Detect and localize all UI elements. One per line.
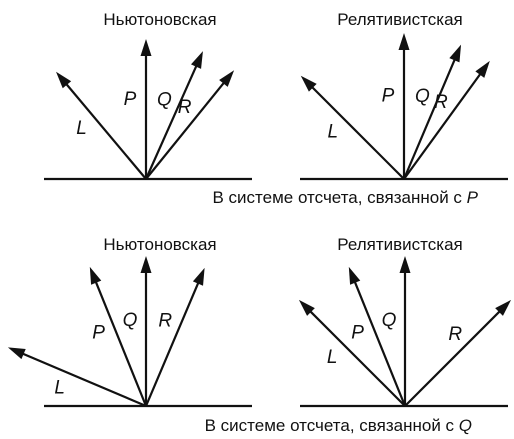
vector-label: R	[434, 92, 448, 113]
vector-shaft	[144, 281, 200, 407]
vector-r: R	[403, 60, 490, 180]
vector-label: R	[178, 97, 192, 118]
vector-q: Q	[382, 256, 411, 406]
arrowhead	[398, 33, 410, 50]
panel-title: Релятивистская	[337, 235, 462, 254]
vector-shaft	[144, 64, 198, 180]
caption-text: В системе отсчета, связанной с	[212, 188, 466, 207]
vector-label: L	[328, 121, 339, 142]
arrowhead	[449, 44, 462, 63]
vector-label: P	[124, 89, 137, 110]
arrowhead	[56, 71, 72, 89]
vector-label: Q	[157, 89, 172, 110]
caption-text: В системе отсчета, связанной с	[205, 416, 459, 435]
arrowhead	[140, 39, 152, 56]
vector-label: P	[92, 322, 105, 343]
vector-r: R	[144, 267, 205, 407]
vector-label: L	[54, 378, 65, 399]
frame-caption: В системе отсчета, связанной с P	[212, 188, 478, 207]
vector-p: P	[89, 266, 148, 407]
arrowhead	[89, 266, 102, 285]
vector-q: Q	[402, 44, 462, 180]
vector-shaft	[402, 57, 457, 180]
vector-p: P	[348, 266, 407, 407]
arrowhead	[300, 75, 317, 92]
vector-shaft	[94, 280, 148, 407]
vector-group: LPQ R	[298, 256, 512, 407]
arrowhead	[192, 267, 205, 286]
vector-l: L	[298, 299, 406, 407]
vector-label: Q	[382, 310, 397, 331]
arrowhead	[348, 266, 361, 285]
arrowhead	[475, 60, 490, 78]
vector-label: P	[382, 85, 395, 106]
frame-caption: В системе отсчета, связанной с Q	[205, 416, 472, 435]
panel-title: Ньютоновская	[103, 235, 216, 254]
arrowhead	[219, 70, 235, 87]
panel-title: Релятивистская	[337, 10, 462, 29]
arrowhead	[399, 256, 411, 273]
vector-label: Q	[415, 86, 430, 107]
vector-r: R	[404, 299, 512, 407]
vector-shaft	[308, 309, 406, 407]
vector-l: L	[7, 347, 147, 408]
vector-label: P	[351, 322, 364, 343]
vector-p: P	[124, 39, 152, 179]
vector-shaft	[353, 280, 407, 407]
vector-label: R	[158, 311, 172, 332]
arrowhead	[495, 299, 512, 316]
panel-relativistic-frame-q: Релятивистская LPQ R	[298, 235, 512, 408]
caption-frame-symbol: P	[467, 188, 479, 207]
vector-shaft	[310, 85, 405, 180]
caption-frame-symbol: Q	[459, 416, 472, 435]
vector-shaft	[404, 309, 502, 407]
arrowhead	[298, 299, 315, 316]
vector-q: Q	[123, 256, 152, 406]
vector-p: P	[382, 33, 410, 179]
vector-shaft	[21, 352, 147, 408]
vector-shaft	[403, 72, 482, 180]
vector-r: R	[145, 70, 235, 180]
vector-q: Q	[144, 51, 203, 180]
arrowhead	[7, 347, 26, 360]
vector-label: Q	[123, 310, 138, 331]
vector-label: L	[327, 347, 338, 368]
vector-label: R	[448, 324, 462, 345]
arrowhead	[191, 51, 203, 69]
arrowhead	[140, 256, 152, 273]
vector-shaft	[145, 81, 226, 180]
vector-l: L	[56, 71, 147, 180]
vector-shaft	[64, 82, 147, 180]
panel-title: Ньютоновская	[103, 10, 216, 29]
vector-l: L	[300, 75, 405, 180]
vector-label: L	[76, 118, 87, 139]
